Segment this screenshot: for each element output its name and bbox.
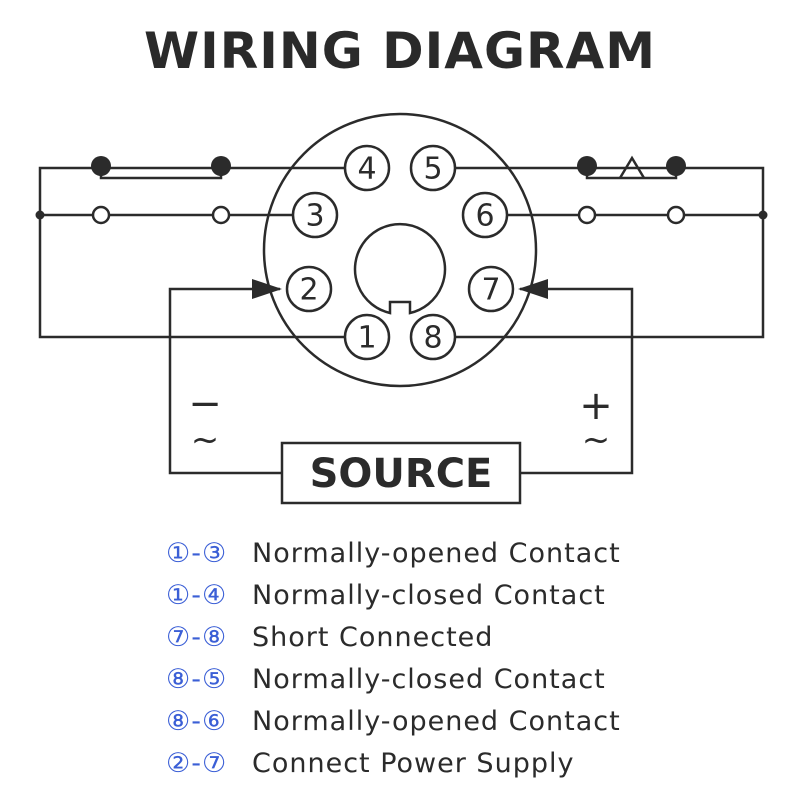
legend-row: ①-③ Normally-opened Contact <box>166 534 621 576</box>
legend-pins: ⑦-⑧ <box>166 622 228 653</box>
pin-7: 7 <box>467 265 515 313</box>
pin-4-label: 4 <box>357 152 376 187</box>
pin-1-label: 1 <box>357 321 376 356</box>
wire-pin4-to-left-contacts <box>38 166 349 339</box>
pin-5-label: 5 <box>423 152 442 187</box>
legend-text: Normally-opened Contact <box>252 538 621 569</box>
legend-pins: ⑧-⑥ <box>166 706 228 737</box>
pin-8: 8 <box>409 313 457 361</box>
pin-5: 5 <box>409 144 457 192</box>
polarity-minus: − <box>188 381 222 427</box>
contact-nc-right-1 <box>577 156 597 176</box>
legend-pins: ⑧-⑤ <box>166 664 228 695</box>
source-box <box>280 441 522 505</box>
legend-pins: ①-③ <box>166 538 228 569</box>
polarity-plus: + <box>579 383 613 429</box>
contact-no-left-2 <box>211 205 231 225</box>
legend-row: ⑧-⑤ Normally-closed Contact <box>166 660 621 702</box>
junction-dot-left <box>35 210 45 220</box>
legend-row: ①-④ Normally-closed Contact <box>166 576 621 618</box>
pin-2-label: 2 <box>299 273 318 308</box>
polarity-right-tilde: ~ <box>582 420 611 460</box>
source-label: SOURCE <box>310 451 493 497</box>
contact-triangle-marker <box>618 155 646 179</box>
polarity-left-tilde: ~ <box>191 420 220 460</box>
pin-7-label: 7 <box>481 273 500 308</box>
contact-nc-right-2 <box>666 156 686 176</box>
pin-3-label: 3 <box>305 199 324 234</box>
legend-pins: ①-④ <box>166 580 228 611</box>
legend: ①-③ Normally-opened Contact ①-④ Normally-c… <box>166 534 621 786</box>
arrow-into-pin7 <box>518 279 548 299</box>
legend-pins: ②-⑦ <box>166 748 228 779</box>
wire-pin2-to-source <box>168 287 282 475</box>
pin-6: 6 <box>461 191 509 239</box>
pin-2: 2 <box>285 265 333 313</box>
pin-1: 1 <box>343 313 391 361</box>
pin-3: 3 <box>291 191 339 239</box>
wire-left-contact-bar <box>99 168 223 180</box>
pin-8-label: 8 <box>423 321 442 356</box>
legend-row: ②-⑦ Connect Power Supply <box>166 744 621 786</box>
pin-4: 4 <box>343 144 391 192</box>
wire-right-contact-bar <box>585 168 678 180</box>
contact-no-left-1 <box>91 205 111 225</box>
legend-text: Short Connected <box>252 622 494 653</box>
wire-pin7-to-source <box>520 287 634 475</box>
socket-ring <box>262 112 538 388</box>
legend-text: Normally-opened Contact <box>252 706 621 737</box>
contact-nc-left-2 <box>211 156 231 176</box>
wiring-diagram: 4 5 3 6 2 7 1 8 − ~ + ~ SOURCE <box>35 112 768 505</box>
arrow-into-pin2 <box>252 279 282 299</box>
socket-key-hole <box>353 222 447 315</box>
diagram-title: WIRING DIAGRAM <box>144 22 656 80</box>
junction-dot-right <box>758 210 768 220</box>
legend-text: Connect Power Supply <box>252 748 575 779</box>
legend-row: ⑦-⑧ Short Connected <box>166 618 621 660</box>
pin-6-label: 6 <box>475 199 494 234</box>
legend-row: ⑧-⑥ Normally-opened Contact <box>166 702 621 744</box>
legend-text: Normally-closed Contact <box>252 580 606 611</box>
legend-text: Normally-closed Contact <box>252 664 606 695</box>
contact-no-right-1 <box>577 205 597 225</box>
contact-nc-left-1 <box>91 156 111 176</box>
contact-no-right-2 <box>666 205 686 225</box>
wire-pin5-to-right-contacts <box>451 166 765 339</box>
